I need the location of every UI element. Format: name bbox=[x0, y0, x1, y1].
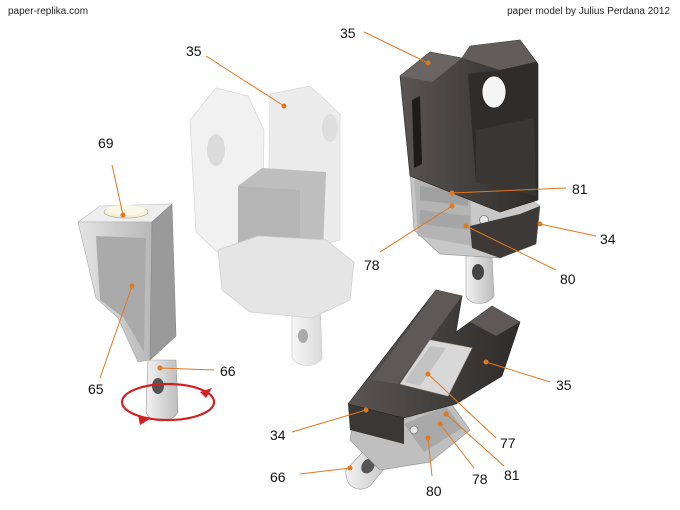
leader-80a bbox=[463, 223, 557, 271]
callout-34: 34 bbox=[600, 231, 616, 247]
leader-65 bbox=[99, 283, 135, 379]
callout-80: 80 bbox=[560, 271, 576, 287]
callout-80: 80 bbox=[426, 483, 442, 499]
callout-65: 65 bbox=[88, 381, 104, 397]
site-label: paper-replika.com bbox=[8, 6, 89, 17]
leader-35a bbox=[205, 55, 287, 109]
callout-81: 81 bbox=[504, 467, 520, 483]
callout-78: 78 bbox=[472, 471, 488, 487]
leader-66b bbox=[299, 465, 353, 475]
callout-34: 34 bbox=[270, 427, 286, 443]
leader-78a bbox=[379, 203, 455, 253]
leader-81b bbox=[443, 411, 505, 467]
leader-34b bbox=[291, 407, 369, 433]
callout-69: 69 bbox=[98, 135, 114, 151]
leader-35b bbox=[363, 31, 431, 66]
pivot-block-part bbox=[77, 203, 179, 422]
dark-clevis-assembly bbox=[399, 39, 541, 304]
leader-35c bbox=[483, 359, 551, 383]
leader-66a bbox=[157, 365, 215, 371]
callout-81: 81 bbox=[572, 181, 588, 197]
callout-35: 35 bbox=[186, 43, 202, 59]
leader-34a bbox=[537, 221, 597, 237]
tilted-clevis-assembly bbox=[345, 289, 521, 490]
leader-69 bbox=[111, 164, 126, 218]
callout-35: 35 bbox=[556, 377, 572, 393]
rotation-arrow-icon bbox=[120, 382, 216, 425]
callout-35: 35 bbox=[340, 25, 356, 41]
leader-81a bbox=[449, 187, 567, 196]
callout-78: 78 bbox=[364, 257, 380, 273]
credit-label: paper model by Julius Perdana 2012 bbox=[507, 6, 670, 17]
leader-80b bbox=[425, 435, 433, 477]
leader-77 bbox=[425, 371, 497, 439]
callout-66: 66 bbox=[270, 469, 286, 485]
leader-78b bbox=[437, 421, 475, 469]
transparent-clevis-part bbox=[189, 85, 355, 366]
callout-77: 77 bbox=[500, 435, 516, 451]
callout-66: 66 bbox=[220, 363, 236, 379]
